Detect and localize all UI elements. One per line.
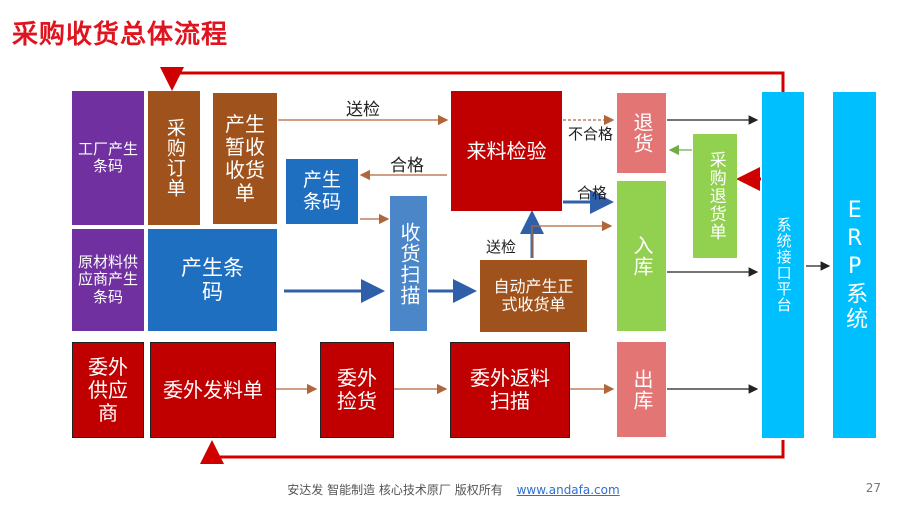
label-pass-left: 合格 [390, 156, 424, 176]
page-title: 采购收货总体流程 [12, 20, 229, 50]
node-erp: ERP系统 [833, 92, 876, 438]
node-incoming-inspection: 来料检验 [451, 91, 562, 211]
node-outsource-supplier: 委外供应商 [72, 342, 144, 438]
node-purchase-order: 采购订单 [148, 91, 200, 225]
label-send-inspect-top: 送检 [346, 100, 380, 120]
label-send-inspect-mid: 送检 [486, 238, 517, 256]
node-gen-barcode-small: 产生条码 [286, 159, 358, 224]
node-stock-in: 入库 [617, 181, 666, 331]
node-return-goods: 退货 [617, 93, 666, 173]
loop-bottom-line [200, 440, 785, 464]
node-supplier-barcode: 原材料供应商产生条码 [72, 229, 144, 331]
node-receive-scan: 收货扫描 [390, 196, 427, 331]
node-outsource-return-scan: 委外返料扫描 [450, 342, 570, 438]
label-fail: 不合格 [568, 125, 614, 143]
page-number: 27 [865, 481, 881, 495]
node-auto-receipt: 自动产生正式收货单 [480, 260, 587, 332]
node-factory-barcode: 工厂产生条码 [72, 91, 144, 225]
node-stock-out: 出库 [617, 342, 666, 437]
node-interface-platform: 系统接口平台 [762, 92, 804, 438]
footer: 安达发 智能制造 核心技术原厂 版权所有 www.andafa.com [0, 481, 907, 498]
node-temp-receipt: 产生暂收收货单 [213, 93, 277, 224]
node-outsource-issue: 委外发料单 [150, 342, 276, 438]
label-pass-right: 合格 [577, 184, 608, 202]
node-gen-barcode-big: 产生条码 [148, 229, 277, 331]
arrow-auto-to-stockin [531, 220, 613, 258]
node-outsource-pick: 委外捡货 [320, 342, 394, 438]
footer-text: 安达发 智能制造 核心技术原厂 版权所有 [287, 483, 503, 497]
footer-link[interactable]: www.andafa.com [516, 483, 620, 497]
loop-top-line [160, 67, 785, 93]
node-purchase-return: 采购退货单 [693, 134, 737, 258]
